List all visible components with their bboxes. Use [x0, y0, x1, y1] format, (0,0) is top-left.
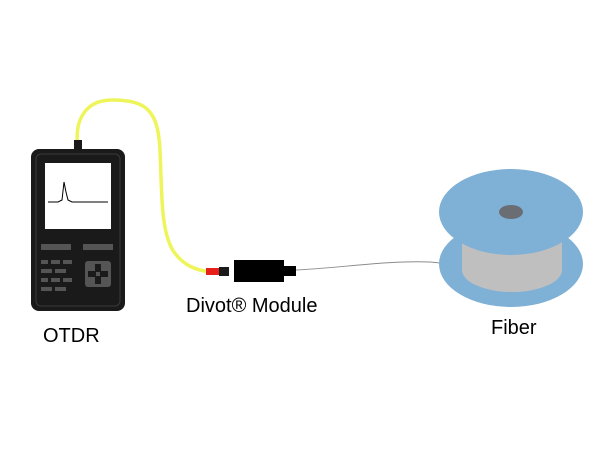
otdr-port: [74, 140, 82, 152]
spool-center-hole: [499, 205, 523, 219]
patch-cord-icon: [75, 98, 212, 274]
otdr-screen: [45, 163, 111, 229]
divot-module-icon: [206, 260, 296, 282]
fiber-spool-icon: [439, 169, 583, 307]
otdr-trace: [48, 181, 108, 203]
fiber-label: Fiber: [491, 317, 537, 339]
otdr-label: OTDR: [43, 325, 100, 347]
divot-module-label: Divot® Module: [186, 295, 318, 317]
otdr-keypad: [41, 260, 72, 291]
connector-tip: [206, 268, 220, 275]
module-body: [234, 260, 284, 282]
otdr-device-icon: [31, 140, 125, 311]
otdr-dpad: [85, 261, 111, 287]
